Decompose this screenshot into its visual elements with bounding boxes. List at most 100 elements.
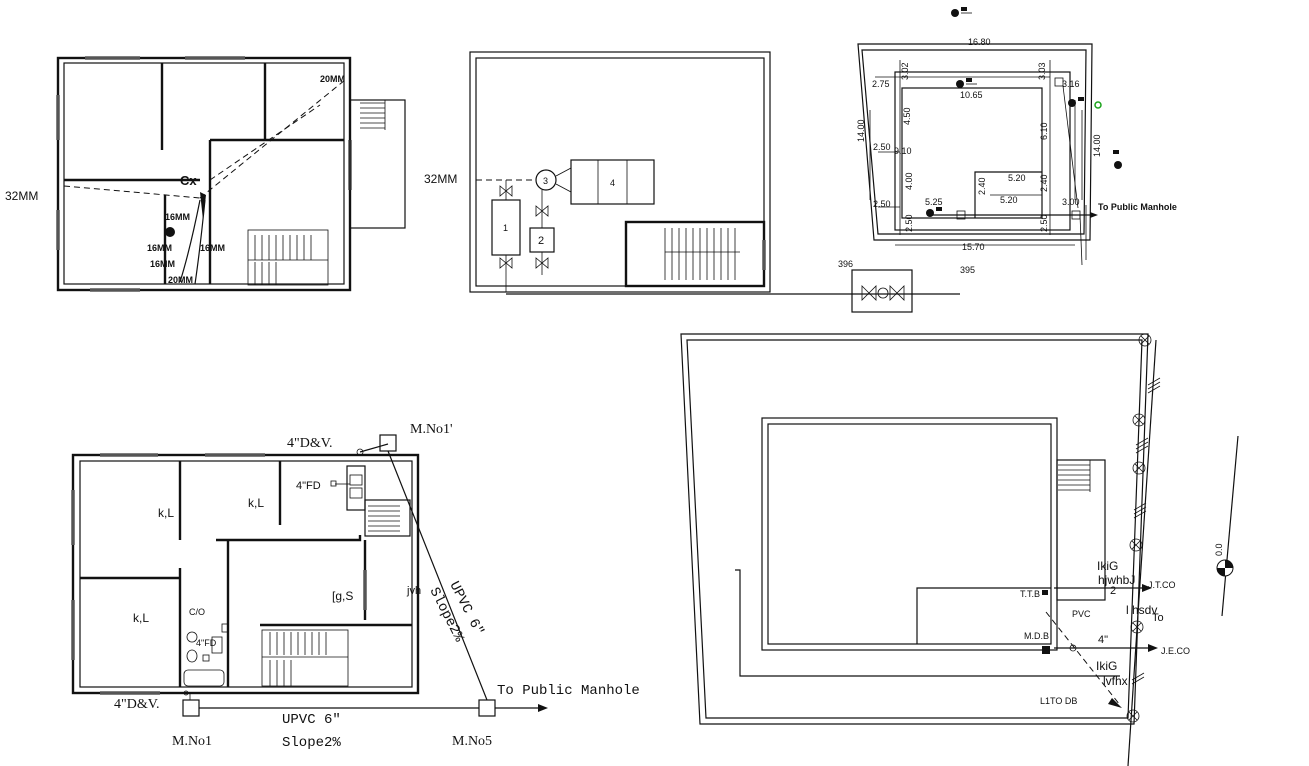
plan2-outer-wall bbox=[469, 51, 771, 293]
plan4-jvh-label: jvh bbox=[406, 585, 421, 597]
plan3-building bbox=[894, 71, 1071, 231]
plan4-upvc-label: UPVC 6" bbox=[282, 712, 341, 728]
plan3-level-marker bbox=[951, 7, 972, 17]
plan3-dimension: 3.16 bbox=[1062, 79, 1080, 89]
plan1-stair-block bbox=[349, 99, 406, 229]
plan3-dimension: 2.50 bbox=[904, 214, 914, 232]
plan3-chamber bbox=[1071, 210, 1081, 220]
plan5-mdb-box bbox=[1042, 646, 1050, 654]
plan1-inner-wall bbox=[63, 62, 345, 285]
plan3-dimension: 3.00 bbox=[1062, 197, 1080, 207]
plan3-meter-icon bbox=[926, 78, 1122, 217]
plan5-label: hjwhbJ bbox=[1098, 573, 1135, 587]
plan5-level-label: 0.0 bbox=[1214, 543, 1224, 556]
plan2-meter-box bbox=[851, 269, 913, 313]
plan5-label: IkiG bbox=[1096, 659, 1117, 673]
plan1-pipe-label: 16MM bbox=[147, 243, 172, 253]
plan4-co-label: C/O bbox=[189, 607, 205, 617]
plan3-inner-boundary bbox=[861, 49, 1087, 235]
plan4-room-label: [g,S bbox=[332, 589, 353, 603]
plan3-manhole-label: To Public Manhole bbox=[1098, 202, 1177, 212]
plan5-inner-boundary bbox=[686, 339, 1143, 719]
plan-dimensioned-site: 16.80 3.02 3.03 3.16 2.75 10.65 14.00 14… bbox=[856, 7, 1177, 266]
plan1-outer-wall bbox=[56, 56, 352, 292]
plan4-shaft-icon bbox=[211, 636, 223, 654]
plan2-unit-label: 1 bbox=[503, 223, 508, 233]
plan3-chamber bbox=[1054, 77, 1064, 87]
plan3-dimension: 5.20 bbox=[1000, 195, 1018, 205]
plan5-level-marker-icon bbox=[1216, 559, 1234, 577]
plan5-road-edge bbox=[1221, 435, 1239, 617]
plan4-manhole-top bbox=[379, 434, 397, 452]
plan4-room-label: k,L bbox=[248, 496, 264, 510]
plan5-stair-block bbox=[1056, 459, 1106, 601]
plan3-dimension: 14.00 bbox=[856, 119, 866, 142]
plan1-pipe-run bbox=[63, 185, 201, 199]
plan3-partition bbox=[974, 171, 1042, 218]
plan5-jtco-label: J.T.CO bbox=[1148, 580, 1176, 590]
plan5-label: 2 bbox=[1110, 585, 1116, 597]
plan5-label: l hsdv bbox=[1126, 603, 1157, 617]
plan3-dimension: 2.75 bbox=[872, 79, 890, 89]
plan4-sink-icon bbox=[349, 474, 363, 486]
plan4-stair-top bbox=[364, 499, 411, 537]
plan4-pipe bbox=[359, 443, 389, 453]
plan5-mdb-label: M.D.B bbox=[1024, 631, 1049, 641]
plan4-fd-label: 4"FD bbox=[296, 480, 321, 492]
plan3-dimension: 15.70 bbox=[962, 242, 985, 252]
plan1-stair-treads bbox=[247, 100, 386, 286]
plan4-fd-small-label: 4"FD bbox=[196, 638, 217, 648]
plan3-dimension: 14.00 bbox=[1092, 134, 1102, 157]
plan3-dimension: 2.50 bbox=[1039, 214, 1049, 232]
plan5-label: IkiG bbox=[1097, 559, 1118, 573]
plan1-pipe-label: 20MM bbox=[168, 275, 193, 285]
plan5-outer-boundary bbox=[680, 333, 1149, 725]
plan1-pipe-32-label: 32MM bbox=[5, 189, 38, 203]
plan5-ttb-box bbox=[1042, 590, 1048, 595]
plan2-stair-well bbox=[624, 220, 766, 288]
plan4-manhole-label: M.No1' bbox=[410, 422, 453, 437]
plan5-junction bbox=[1069, 644, 1077, 652]
plan5-road-edge bbox=[1127, 339, 1157, 766]
plan4-slope-label: Slope2% bbox=[282, 735, 341, 751]
plan4-manhole-destination: To Public Manhole bbox=[497, 683, 640, 699]
plan5-jeco-label: J.E.CO bbox=[1161, 646, 1190, 656]
plan2-inner-wall bbox=[475, 57, 765, 287]
plan5-label: To bbox=[1152, 612, 1164, 624]
plan4-manhole-1 bbox=[182, 699, 200, 717]
plan5-pvc-label: PVC bbox=[1072, 609, 1091, 619]
plan3-dimension: 3.02 bbox=[900, 62, 910, 80]
plan1-pipe-run bbox=[199, 79, 346, 199]
plan4-basin-icon bbox=[186, 631, 198, 643]
plan5-flow-arrow bbox=[1148, 644, 1158, 652]
plan4-dv-label: 4"D&V. bbox=[287, 436, 333, 451]
plan3-dimension: 3.03 bbox=[1037, 62, 1047, 80]
plan5-route-arrow bbox=[1108, 698, 1122, 708]
plan2-unit-label: 3 bbox=[543, 176, 548, 186]
plan3-chamber bbox=[956, 210, 966, 220]
plan5-label: lvfhx bbox=[1103, 674, 1128, 688]
plan3-dimension: 4.50 bbox=[902, 107, 912, 125]
plan4-inner-wall bbox=[79, 460, 413, 688]
plan1-pipe-label: 16MM bbox=[150, 259, 175, 269]
plan2-dimension: 395 bbox=[960, 265, 975, 275]
plan4-sink-counter bbox=[346, 465, 366, 511]
plan3-dimension: 2.50 bbox=[873, 142, 891, 152]
plan4-trap-icon bbox=[202, 654, 210, 662]
plan1-fixture-icon bbox=[165, 227, 175, 237]
plan1-pipe-label: 20MM bbox=[320, 74, 345, 84]
plan2-unit-label: 2 bbox=[538, 235, 544, 247]
plan3-building-inner bbox=[901, 87, 1043, 219]
plan2-meter-valve-icon bbox=[861, 285, 905, 301]
plan1-pipe-run bbox=[209, 104, 321, 181]
plan3-dimension: 5.20 bbox=[1008, 173, 1026, 183]
plan2-unit-label: 4 bbox=[610, 178, 615, 188]
plan4-dv-label: 4"D&V. bbox=[114, 697, 160, 712]
plan5-building-inner bbox=[767, 423, 1052, 645]
plan2-stair-treads bbox=[664, 228, 740, 280]
plan1-riser-marker bbox=[200, 192, 206, 220]
plan2-pump-3 bbox=[535, 169, 557, 191]
plan1-pipe-label: 16MM bbox=[165, 212, 190, 222]
plan-drainage-floor: 4"D&V. M.No1' 4"FD k,L k,L k,L [g,S jvh … bbox=[71, 422, 640, 751]
